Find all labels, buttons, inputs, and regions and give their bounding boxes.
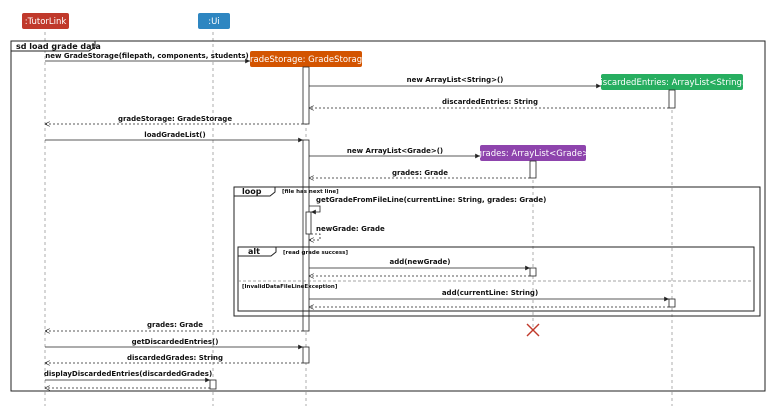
msg-label-8: getGradeFromFileLine(currentLine: String…	[316, 196, 546, 204]
msg-arrow-8	[309, 205, 321, 215]
msg-label-6: new ArrayList<Grade>()	[347, 147, 443, 155]
destroy-x-icon	[526, 323, 540, 337]
alt-fragment-else-guard: [InvalidDataFileLineException]	[242, 284, 338, 290]
msg-label-2: new ArrayList<String>()	[407, 76, 504, 84]
loop-fragment-tag: loop	[242, 187, 262, 196]
participant-gradestorage-label: gradeStorage: GradeStorage	[245, 55, 368, 65]
activation-gradestorage-3	[302, 346, 310, 364]
msg-label-14: discardedGrades: String	[127, 354, 223, 362]
participant-grades-label: grades: ArrayList<Grade>	[477, 149, 590, 159]
activation-grades-1	[529, 160, 537, 179]
msg-label-15: displayDiscardedEntries(discardedGrades)	[44, 370, 212, 378]
msg-label-4: gradeStorage: GradeStorage	[118, 115, 232, 123]
loop-fragment	[233, 186, 761, 317]
sd-frame	[10, 40, 766, 392]
activation-ui-1	[209, 379, 217, 390]
loop-fragment-guard: [file has next line]	[282, 189, 339, 195]
msg-label-5: loadGradeList()	[144, 131, 205, 139]
activation-gradestorage-2	[302, 139, 310, 332]
alt-fragment-guard: [read grade success]	[283, 250, 348, 256]
activation-grades-2	[529, 267, 537, 277]
activation-gradestorage-nested	[305, 211, 312, 235]
sd-frame-tab	[10, 40, 96, 52]
participant-ui-label: :Ui	[208, 17, 219, 27]
participant-discarded-box	[601, 74, 743, 90]
alt-fragment-tab	[237, 246, 277, 257]
participant-tutorlink-label: :TutorLink	[25, 17, 67, 27]
participant-gradestorage-box	[250, 51, 362, 67]
participant-grades-box	[480, 145, 586, 161]
participant-discarded-label: discardedEntries: ArrayList<String>	[595, 78, 749, 88]
alt-fragment-tag: alt	[248, 247, 260, 256]
activation-gradestorage-1	[302, 66, 310, 125]
msg-label-12: grades: Grade	[147, 321, 203, 329]
msg-label-7: grades: Grade	[392, 169, 448, 177]
activation-discarded-2	[668, 298, 676, 308]
loop-fragment-tab	[233, 186, 276, 197]
participant-ui-box	[198, 13, 230, 29]
activation-discarded-1	[668, 89, 676, 109]
msg-label-3: discardedEntries: String	[442, 98, 538, 106]
alt-fragment	[237, 246, 755, 312]
msg-label-10: add(newGrade)	[389, 258, 450, 266]
msg-label-1: new GradeStorage(filepath, components, s…	[45, 52, 249, 60]
msg-label-9: newGrade: Grade	[316, 225, 385, 233]
msg-arrow-9	[309, 233, 321, 240]
sd-frame-title: sd load grade data	[16, 42, 101, 51]
msg-label-13: getDiscardedEntries()	[132, 338, 219, 346]
participant-tutorlink-box	[22, 13, 69, 29]
msg-label-11: add(currentLine: String)	[442, 289, 538, 297]
